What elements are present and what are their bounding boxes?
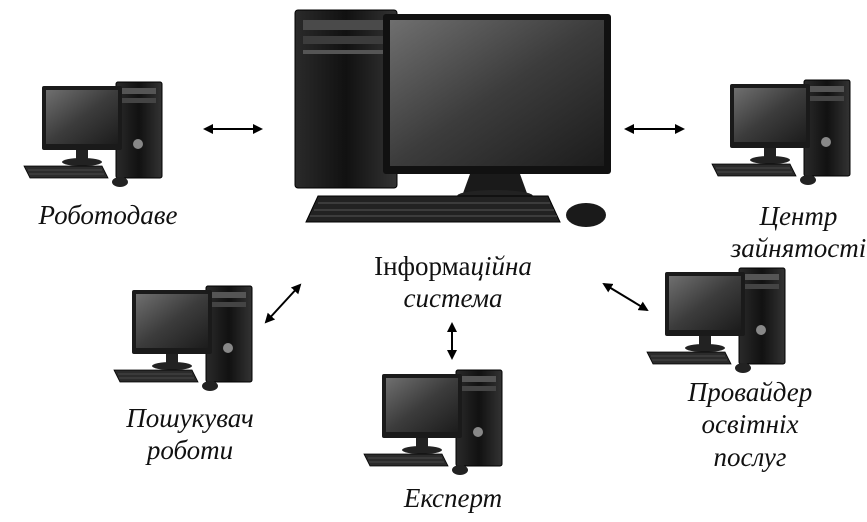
job-seeker-arrow xyxy=(264,283,302,324)
employer-label: Роботодаве xyxy=(0,199,216,231)
employer-computer-icon xyxy=(23,81,163,188)
center-label-line2: система xyxy=(403,283,503,314)
expert-computer-icon xyxy=(363,369,503,476)
central-computer-icon xyxy=(294,9,611,227)
center-label-italic: ційна xyxy=(470,251,532,281)
job-seeker-label-line2: роботи xyxy=(146,435,234,466)
center-label: Інформаційна система xyxy=(360,250,546,315)
expert-label-text: Експерт xyxy=(403,483,503,513)
job-seeker-computer-icon xyxy=(113,285,253,392)
education-provider-label-line3: послуг xyxy=(713,441,787,472)
employment-center-computer-icon xyxy=(711,79,851,186)
employment-center-label: Центр зайнятості xyxy=(730,200,867,265)
employment-center-label-line2: зайнятості xyxy=(730,233,867,264)
education-provider-label-line2: освітніх xyxy=(701,409,799,440)
job-seeker-label: Пошукувач роботи xyxy=(100,402,280,467)
education-provider-label: Провайдер освітніх послуг xyxy=(660,376,840,473)
expert-label: Експерт xyxy=(360,482,546,514)
center-label-line1: Інформаційна xyxy=(360,250,546,282)
education-provider-computer-icon xyxy=(646,267,786,374)
education-provider-arrow xyxy=(602,282,649,312)
employment-center-label-line1: Центр xyxy=(759,201,838,231)
education-provider-label-line1: Провайдер xyxy=(687,377,813,407)
employer-label-text: Роботодаве xyxy=(38,200,178,230)
job-seeker-label-line1: Пошукувач xyxy=(126,403,254,433)
center-label-normal: Інформа xyxy=(374,251,471,281)
